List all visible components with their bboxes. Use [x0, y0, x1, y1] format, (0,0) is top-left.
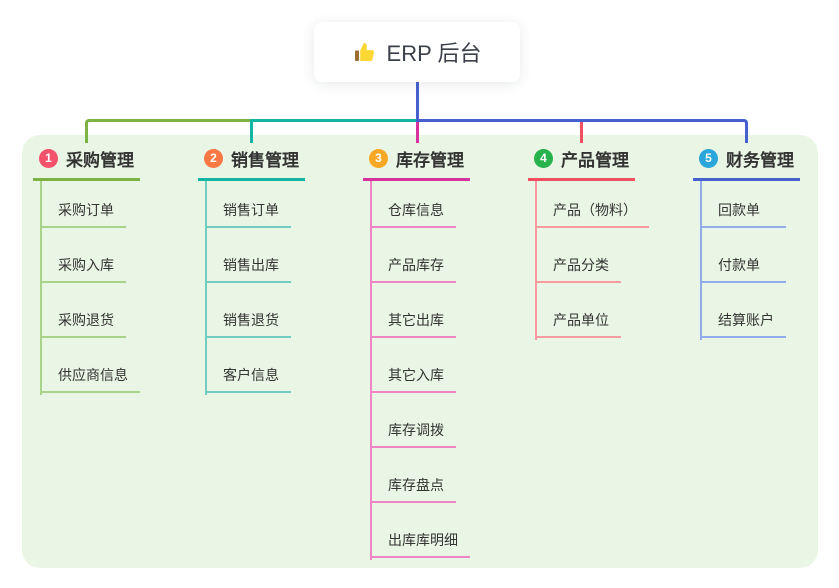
branch-connector-line — [40, 180, 42, 395]
thumbs-up-icon — [353, 40, 377, 64]
sub-item-node[interactable]: 客户信息 — [205, 338, 291, 393]
sub-item-label: 供应商信息 — [58, 367, 128, 383]
sub-item-label: 结算账户 — [718, 312, 774, 328]
branch-items: 销售订单 销售出库 销售退货 客户信息 — [205, 173, 291, 393]
sub-item-label: 产品库存 — [388, 257, 444, 273]
branch-title-node[interactable]: 2 销售管理 — [198, 146, 305, 181]
sub-item-label: 采购入库 — [58, 257, 114, 273]
branch-connector-line — [205, 180, 207, 395]
branch-label: 财务管理 — [726, 151, 794, 170]
sub-item-node[interactable]: 仓库信息 — [370, 173, 456, 228]
root-node[interactable]: ERP 后台 — [314, 22, 520, 82]
branch-number-badge: 5 — [699, 149, 718, 168]
branch-items: 回款单 付款单 结算账户 — [700, 173, 786, 338]
sub-item-label: 出库库明细 — [388, 532, 458, 548]
sub-item-label: 付款单 — [718, 257, 760, 273]
connector-segment-2 — [250, 119, 417, 143]
branch-label: 销售管理 — [231, 151, 299, 170]
branch-items: 仓库信息 产品库存 其它出库 其它入库 库存调拨 库存盘点 出库库明细 — [370, 173, 470, 558]
connector-segment-1 — [85, 119, 252, 143]
branch-connector-line — [535, 180, 537, 340]
sub-item-node[interactable]: 出库库明细 — [370, 503, 470, 558]
sub-item-node[interactable]: 采购退货 — [40, 283, 126, 338]
branch-number-badge: 1 — [39, 149, 58, 168]
sub-item-node[interactable]: 回款单 — [700, 173, 786, 228]
sub-item-label: 仓库信息 — [388, 202, 444, 218]
branch-label: 产品管理 — [561, 151, 629, 170]
sub-item-node[interactable]: 供应商信息 — [40, 338, 140, 393]
sub-item-label: 回款单 — [718, 202, 760, 218]
sub-item-label: 其它出库 — [388, 312, 444, 328]
sub-item-node[interactable]: 采购入库 — [40, 228, 126, 283]
sub-item-label: 采购订单 — [58, 202, 114, 218]
sub-item-label: 产品分类 — [553, 257, 609, 273]
branch-title-node[interactable]: 4 产品管理 — [528, 146, 635, 181]
sub-item-node[interactable]: 库存盘点 — [370, 448, 456, 503]
root-stem-line — [415, 82, 419, 122]
sub-item-node[interactable]: 产品库存 — [370, 228, 456, 283]
sub-item-node[interactable]: 结算账户 — [700, 283, 786, 338]
mindmap-panel — [22, 135, 818, 568]
sub-item-label: 产品单位 — [553, 312, 609, 328]
root-label: ERP 后台 — [386, 41, 482, 66]
sub-item-label: 其它入库 — [388, 367, 444, 383]
branch-title-node[interactable]: 1 采购管理 — [33, 146, 140, 181]
branch-items: 采购订单 采购入库 采购退货 供应商信息 — [40, 173, 140, 393]
branch-title-node[interactable]: 5 财务管理 — [693, 146, 800, 181]
branch-number-badge: 2 — [204, 149, 223, 168]
sub-item-node[interactable]: 库存调拨 — [370, 393, 456, 448]
sub-item-label: 销售出库 — [223, 257, 279, 273]
sub-item-label: 客户信息 — [223, 367, 279, 383]
sub-item-node[interactable]: 产品（物料） — [535, 173, 649, 228]
connector-drop-4 — [580, 122, 583, 143]
connector-segment-5 — [415, 119, 748, 143]
branch-items: 产品（物料） 产品分类 产品单位 — [535, 173, 649, 338]
branch-connector-line — [700, 180, 702, 340]
sub-item-node[interactable]: 其它出库 — [370, 283, 456, 338]
sub-item-node[interactable]: 销售退货 — [205, 283, 291, 338]
branch-label: 库存管理 — [396, 151, 464, 170]
sub-item-node[interactable]: 付款单 — [700, 228, 786, 283]
sub-item-node[interactable]: 其它入库 — [370, 338, 456, 393]
sub-item-node[interactable]: 销售出库 — [205, 228, 291, 283]
sub-item-node[interactable]: 采购订单 — [40, 173, 126, 228]
sub-item-label: 采购退货 — [58, 312, 114, 328]
branch-number-badge: 4 — [534, 149, 553, 168]
sub-item-node[interactable]: 产品单位 — [535, 283, 621, 338]
connector-drop-3 — [415, 122, 419, 143]
sub-item-label: 库存调拨 — [388, 422, 444, 438]
branch-number-badge: 3 — [369, 149, 388, 168]
sub-item-node[interactable]: 销售订单 — [205, 173, 291, 228]
branch-label: 采购管理 — [66, 151, 134, 170]
sub-item-label: 销售订单 — [223, 202, 279, 218]
sub-item-node[interactable]: 产品分类 — [535, 228, 621, 283]
branch-connector-line — [370, 180, 372, 560]
sub-item-label: 库存盘点 — [388, 477, 444, 493]
sub-item-label: 销售退货 — [223, 312, 279, 328]
sub-item-label: 产品（物料） — [553, 202, 637, 218]
branch-title-node[interactable]: 3 库存管理 — [363, 146, 470, 181]
